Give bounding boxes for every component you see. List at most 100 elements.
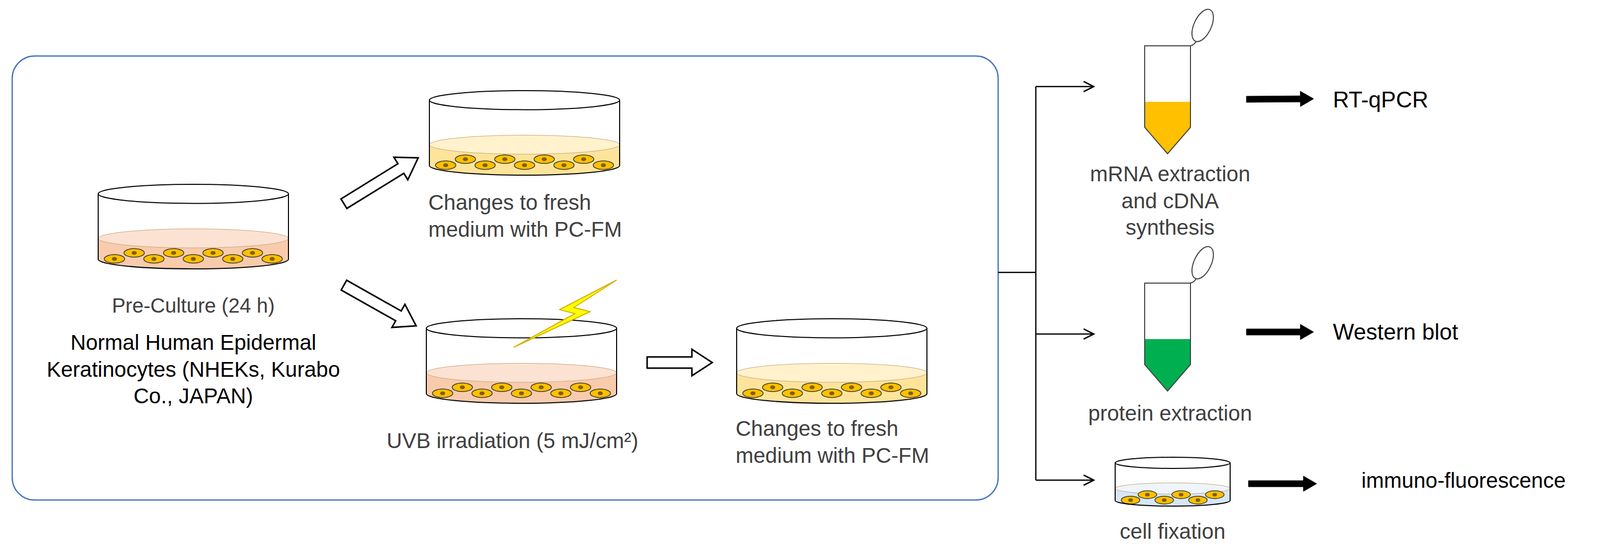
keratinocyte-cell <box>570 382 591 392</box>
medium-surface <box>426 362 617 382</box>
culture-dish: Pre-Culture (24 h) Normal Human Epidermal… <box>45 183 341 410</box>
keratinocyte-cell <box>104 254 125 264</box>
sample-tube: mRNA extraction and cDNA synthesis <box>1083 5 1257 242</box>
solid-arrow <box>1246 91 1314 107</box>
dish-figure <box>1114 455 1232 507</box>
tube-figure <box>1139 5 1216 158</box>
sample-tube: protein extraction <box>1073 242 1267 427</box>
cell-nucleus <box>1178 492 1184 497</box>
dish-figure <box>97 183 290 270</box>
cell-nucleus <box>1161 498 1167 502</box>
cell-nucleus <box>558 391 564 396</box>
keratinocyte-cell <box>432 388 453 398</box>
cell-nucleus <box>111 256 118 261</box>
cell-nucleus <box>210 250 216 255</box>
keratinocyte-cell <box>222 254 244 264</box>
dish-rim <box>426 318 617 338</box>
dish-wall <box>1115 462 1231 506</box>
assay-label: immuno-fluorescence <box>1361 467 1566 494</box>
keratinocyte-cell <box>163 248 184 257</box>
cell-nucleus <box>580 157 587 162</box>
keratinocyte-cell <box>511 388 532 398</box>
dish-rim <box>429 90 620 110</box>
keratinocyte-cell <box>801 382 823 392</box>
keratinocyte-cell <box>455 154 476 164</box>
cell-nucleus <box>269 256 275 261</box>
cell-nucleus <box>459 385 465 390</box>
cell-nucleus <box>482 163 488 168</box>
keratinocyte-cell <box>452 382 473 392</box>
tube-body <box>1144 45 1191 154</box>
cell-nucleus <box>908 391 914 396</box>
dish-wall <box>98 193 289 269</box>
cell-nucleus <box>1195 498 1201 502</box>
cell-nucleus <box>151 256 157 261</box>
solid-arrow <box>1246 324 1314 340</box>
branch-arrow <box>1035 479 1094 481</box>
keratinocyte-cell <box>1205 490 1225 499</box>
cell-nucleus <box>518 391 525 396</box>
node-caption: protein extraction <box>1073 399 1267 427</box>
cell-nucleus <box>249 250 255 255</box>
cell-nucleus <box>1128 498 1133 502</box>
keratinocyte-cell <box>202 248 224 257</box>
outline-arrow <box>647 348 713 376</box>
cell-nucleus <box>888 385 894 390</box>
solid-arrow <box>1248 475 1317 491</box>
keratinocyte-cell <box>262 254 283 264</box>
cell-nucleus <box>577 385 584 390</box>
keratinocyte-cell <box>124 248 145 257</box>
cell-nucleus <box>230 256 236 261</box>
keratinocyte-cell <box>554 160 575 170</box>
cell-nucleus <box>462 157 469 162</box>
keratinocyte-cell <box>491 382 512 392</box>
branch-bracket <box>998 86 1036 480</box>
keratinocyte-cell <box>841 382 862 392</box>
node-caption: mRNA extraction and cDNA synthesis <box>1083 160 1257 242</box>
cell-nucleus <box>541 157 547 162</box>
keratinocyte-cell <box>861 388 882 398</box>
cell-nucleus <box>521 163 528 168</box>
keratinocyte-cell <box>573 154 594 164</box>
dish-figure <box>425 317 618 404</box>
keratinocyte-cell <box>550 388 572 398</box>
node-caption: cell fixation <box>1093 517 1252 545</box>
medium-surface <box>736 362 927 382</box>
cell-nucleus <box>538 385 544 390</box>
tube-body <box>1144 282 1191 391</box>
cell-nucleus <box>190 256 196 261</box>
cell-nucleus <box>561 163 567 168</box>
dish-rim <box>1115 456 1231 469</box>
cell-nucleus <box>170 250 177 255</box>
keratinocyte-cell <box>472 388 493 398</box>
dish-wall <box>426 328 617 403</box>
cell-nucleus <box>600 163 606 168</box>
tube-liquid <box>1144 338 1191 391</box>
node-caption: Pre-Culture (24 h) <box>45 292 341 318</box>
cell-nucleus <box>770 385 776 390</box>
dish-figure <box>428 89 621 177</box>
medium-surface <box>429 134 620 154</box>
node-subcaption: Normal Human Epidermal Keratinocytes (NH… <box>45 329 341 410</box>
keratinocyte-cell <box>880 382 901 392</box>
dish-figure <box>735 317 928 404</box>
keratinocyte-cell <box>821 388 842 398</box>
dish-wall <box>429 100 620 176</box>
tube-cap <box>1187 6 1218 45</box>
procedure-panel <box>12 55 999 500</box>
fixation-dish: cell fixation <box>1093 455 1252 545</box>
keratinocyte-cell <box>782 388 803 398</box>
cell-nucleus <box>479 391 485 396</box>
cell-nucleus <box>750 391 756 396</box>
culture-dish: Changes to fresh medium with PC-FM <box>735 317 960 469</box>
cell-nucleus <box>440 391 446 396</box>
cell-nucleus <box>790 391 796 396</box>
cell-nucleus <box>849 385 855 390</box>
cell-nucleus <box>597 391 603 396</box>
keratinocyte-cell <box>762 382 783 392</box>
culture-dish: Changes to fresh medium with PC-FM <box>428 89 653 243</box>
keratinocyte-cell <box>742 388 764 398</box>
node-caption: Changes to fresh medium with PC-FM <box>735 415 960 469</box>
